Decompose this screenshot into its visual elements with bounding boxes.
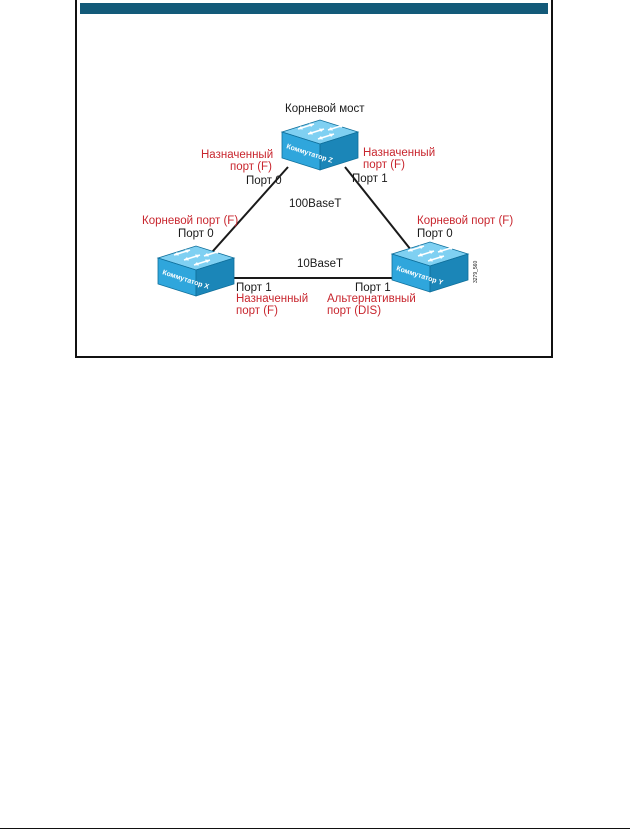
page-footer-rule <box>0 828 630 829</box>
switch-z-port1-label: Порт 1 <box>352 173 388 185</box>
switch-y-port1-label: Порт 1 <box>355 282 391 294</box>
figure-id: 3279_560 <box>473 261 479 283</box>
link-z-x <box>204 166 289 261</box>
switch-z-icon[interactable]: Коммутатор Z <box>281 119 359 171</box>
link-xy-speed-label: 10BaseT <box>297 258 343 270</box>
switch-x-port0-label: Порт 0 <box>178 228 214 240</box>
link-z-y <box>344 166 416 256</box>
diagram-slide <box>75 0 553 358</box>
slide-header-bar <box>80 3 548 14</box>
switch-x-port1-role-line1: Назначенный <box>236 293 308 305</box>
switch-y-port0-role: Корневой порт (F) <box>417 215 513 227</box>
switch-z-port1-role-line2: порт (F) <box>363 159 405 171</box>
switch-y-port1-role-line2: порт (DIS) <box>327 305 381 317</box>
switch-x-icon[interactable]: Коммутатор X <box>157 245 235 297</box>
switch-z-port0-role-line1: Назначенный <box>201 149 273 161</box>
switch-z-port0-role-line2: порт (F) <box>230 161 272 173</box>
switch-z-port0-label: Порт 0 <box>246 175 282 187</box>
switch-z-port1-role-line1: Назначенный <box>363 147 435 159</box>
root-bridge-label: Корневой мост <box>285 103 365 115</box>
switch-y-icon[interactable]: Коммутатор Y <box>391 241 469 293</box>
stp-topology-diagram: Коммутатор Z Коммутатор X Коммутатор Y К… <box>142 103 513 317</box>
link-zx-speed-label: 100BaseT <box>289 198 341 210</box>
switch-y-port0-label: Порт 0 <box>417 228 453 240</box>
switch-x-port1-label: Порт 1 <box>236 282 272 294</box>
switch-x-port1-role-line2: порт (F) <box>236 305 278 317</box>
switch-y-port1-role-line1: Альтернативный <box>327 293 416 305</box>
switch-x-port0-role: Корневой порт (F) <box>142 215 238 227</box>
